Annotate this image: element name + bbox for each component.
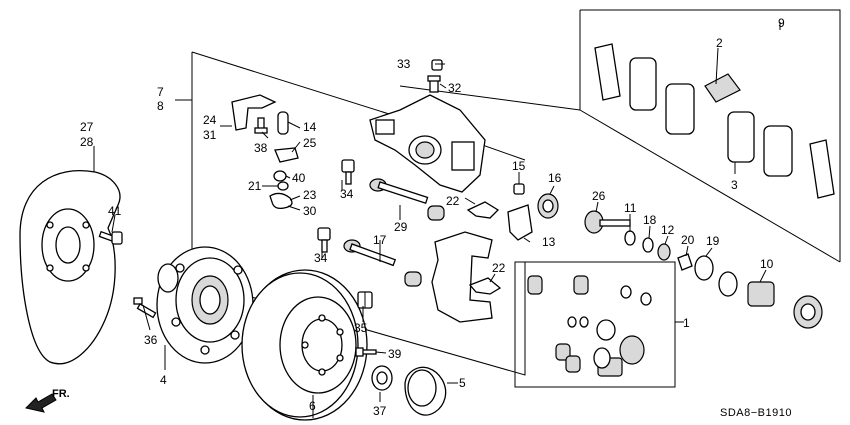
bolt-34-lower	[317, 227, 331, 253]
screw-39	[355, 347, 377, 357]
brake-pad-shim	[665, 83, 695, 135]
callout: 35	[354, 321, 368, 335]
callout: 20	[681, 233, 695, 247]
callout: 4	[160, 373, 167, 387]
bracket-24	[231, 94, 277, 131]
bolt-41	[98, 230, 123, 245]
callout: 12	[661, 223, 675, 237]
callout: 29	[394, 220, 408, 234]
callout: 3	[731, 178, 738, 192]
boot-upper	[427, 205, 445, 221]
hub-cap-37	[371, 365, 393, 391]
callout: 36	[144, 333, 158, 347]
callout: 18	[643, 213, 657, 227]
arrow-down-left-icon	[25, 393, 57, 413]
callout: 39	[388, 347, 402, 361]
callout: 7	[157, 85, 164, 99]
callout: 14	[303, 120, 317, 134]
seal-kit-parts	[527, 275, 652, 377]
callout: 15	[512, 159, 526, 173]
brake-pad-inner	[727, 111, 755, 163]
callout: 34	[314, 251, 328, 265]
callout: 38	[254, 141, 268, 155]
callout: 22	[446, 194, 460, 208]
dust-cap-5	[404, 366, 447, 416]
pad-shim-right	[809, 139, 835, 199]
spring-12	[657, 243, 671, 261]
washer-21	[277, 181, 289, 191]
callout: 16	[548, 171, 562, 185]
callout: 24	[203, 113, 217, 127]
pad-shim-inner	[763, 125, 793, 177]
brake-disc	[241, 269, 368, 421]
pad-wear-indicator-2	[704, 73, 741, 103]
callout: 33	[397, 57, 411, 71]
callout: 5	[459, 376, 466, 390]
pad-shim-left	[594, 43, 621, 101]
callout: 27	[80, 120, 94, 134]
callout: 34	[340, 187, 354, 201]
callout: 22	[492, 261, 506, 275]
leader-lines	[93, 22, 781, 418]
snap-ring-19	[694, 255, 714, 281]
nut-40	[273, 170, 287, 182]
callout: 31	[203, 128, 217, 142]
o-ring	[718, 271, 738, 297]
clip-22-upper	[466, 201, 500, 219]
callout: 13	[542, 235, 556, 249]
callout: 30	[303, 204, 317, 218]
ring-18	[642, 237, 654, 253]
bleeder-32	[427, 75, 441, 93]
cap-15	[513, 183, 525, 195]
bolt-34-upper	[341, 159, 355, 185]
callout: 9	[778, 16, 785, 30]
callout: 11	[624, 201, 637, 215]
stud-38	[254, 117, 268, 134]
diagram-code: SDA8−B1910	[720, 407, 792, 419]
callout: 10	[760, 257, 774, 271]
washer-11	[624, 230, 636, 246]
callout: 1	[683, 316, 690, 330]
pin-14	[277, 111, 289, 135]
clip-22-lower	[468, 277, 502, 295]
callout: 28	[80, 135, 94, 149]
callout: 40	[292, 171, 306, 185]
callout: 25	[303, 136, 317, 150]
bolt-36	[133, 297, 157, 319]
boot-lower	[404, 271, 422, 287]
hub-assembly	[156, 246, 254, 364]
caliper-body	[369, 94, 486, 193]
piston-16	[537, 193, 559, 219]
retainer-13	[507, 204, 533, 241]
callout: 17	[373, 233, 387, 247]
callout: 23	[303, 188, 317, 202]
clip-20	[677, 253, 693, 271]
lever-25	[274, 147, 299, 163]
callout: 32	[448, 81, 462, 95]
callout: 21	[248, 179, 262, 193]
callout: 19	[706, 234, 720, 248]
callout: 2	[716, 36, 723, 50]
spring-23	[269, 192, 293, 210]
callout: 37	[373, 404, 387, 418]
boot-end	[793, 295, 823, 329]
callout: 26	[592, 189, 606, 203]
splash-guard	[19, 170, 121, 365]
callout-labels: 1 2 3 4 5 6 7 8 9 10 11 12 13 14 15 16 1…	[80, 16, 785, 418]
direction-label: FR.	[52, 388, 70, 400]
callout: 41	[108, 204, 122, 218]
piston-10	[747, 281, 775, 307]
brake-pad-outer	[629, 57, 657, 111]
guide-pin-17	[343, 239, 397, 267]
bleeder-33	[431, 59, 443, 71]
nut-35	[357, 291, 373, 309]
callout: 8	[157, 99, 164, 113]
caliper-bracket	[431, 231, 493, 323]
frame-seal-kit	[514, 261, 684, 388]
callout: 6	[309, 399, 316, 413]
guide-pin-29	[369, 178, 429, 204]
